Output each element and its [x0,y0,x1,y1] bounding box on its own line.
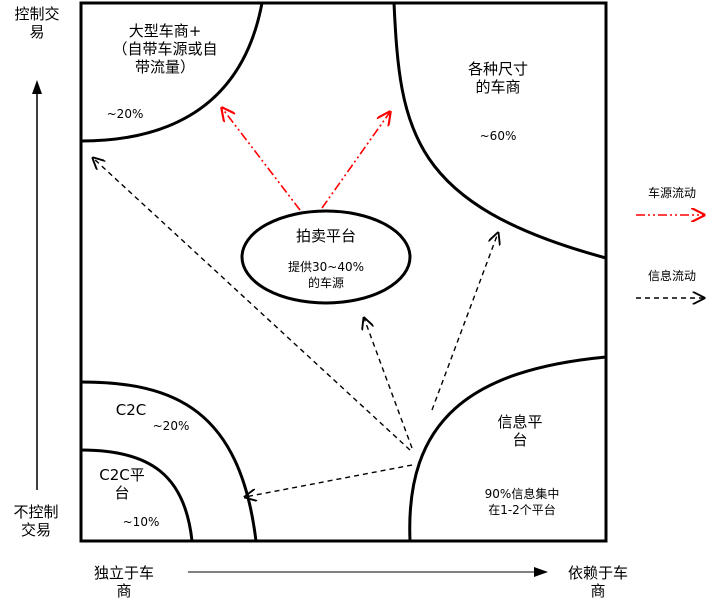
x-axis-right-label: 依赖于车 商 [548,564,648,600]
auction-platform-ellipse [240,209,412,305]
c2c-label: C2C [115,401,147,419]
info-desc-line-1: 90%信息集中 [484,487,560,501]
all-size-dealers-line-2: 的车商 [475,78,521,96]
x-left-line-2: 商 [116,582,132,600]
large-dealer-label: 大型车商+ （自带车源或自 带流量） [90,22,240,76]
y-top-line-1: 控制交 [14,5,60,23]
large-dealer-line-3: 带流量） [134,58,195,76]
c2c-platform-share: ~10% [122,515,160,529]
all-size-dealer-boundary [392,2,607,260]
legend-info-flow-label: 信息流动 [647,269,696,283]
all-size-dealers-line-1: 各种尺寸 [467,60,528,78]
info-platform-line-2: 台 [512,431,528,449]
large-dealer-boundary [80,2,264,143]
legend-car-flow-label: 车源流动 [647,186,696,200]
car-flow-arrow-left [222,108,301,211]
y-axis-bottom-label: 不控制 交易 [6,503,66,539]
car-flow-arrow-right [321,112,390,209]
info-platform-label: 信息平 台 [480,413,560,449]
quadrant-frame [79,1,608,543]
y-axis-top-label: 控制交 易 [8,5,66,41]
y-bottom-line-1: 不控制 [13,503,59,521]
all-size-dealers-label: 各种尺寸 的车商 [448,60,548,96]
auction-platform-title: 拍卖平台 [295,227,356,245]
large-dealer-line-2: （自带车源或自 [112,40,218,58]
y-top-line-2: 易 [29,23,45,41]
info-desc-line-2: 在1-2个平台 [488,503,556,517]
y-bottom-line-2: 交易 [20,521,51,539]
c2c-platform-line-2: 台 [114,484,130,502]
info-platform-line-1: 信息平 [497,413,543,431]
c2c-platform-line-1: C2C平 [99,466,145,484]
info-flow-arrow-to-auction [364,318,413,449]
auction-desc-line-1: 提供30~40% [288,260,364,274]
large-dealer-share: ~20% [106,107,144,121]
x-axis-left-label: 独立于车 商 [72,564,176,600]
x-left-line-1: 独立于车 [93,564,154,582]
info-platform-boundary [408,355,607,542]
info-flow-arrow-to-c2c [245,464,413,497]
x-right-line-2: 商 [590,582,606,600]
x-axis-arrowhead [534,567,548,577]
c2c-share: ~20% [152,419,190,433]
info-platform-desc: 90%信息集中 在1-2个平台 [464,486,580,518]
auction-platform-desc: 提供30~40% 的车源 [266,259,386,291]
c2c-platform-label: C2C平 台 [90,466,154,502]
info-flow-arrow-to-dealers [431,233,498,411]
large-dealer-line-1: 大型车商+ [128,22,202,40]
c2c-platform-boundary [80,448,194,542]
all-size-dealers-share: ~60% [479,129,517,143]
x-right-line-1: 依赖于车 [567,564,628,582]
y-axis-arrowhead [32,80,42,94]
auction-desc-line-2: 的车源 [307,276,344,290]
